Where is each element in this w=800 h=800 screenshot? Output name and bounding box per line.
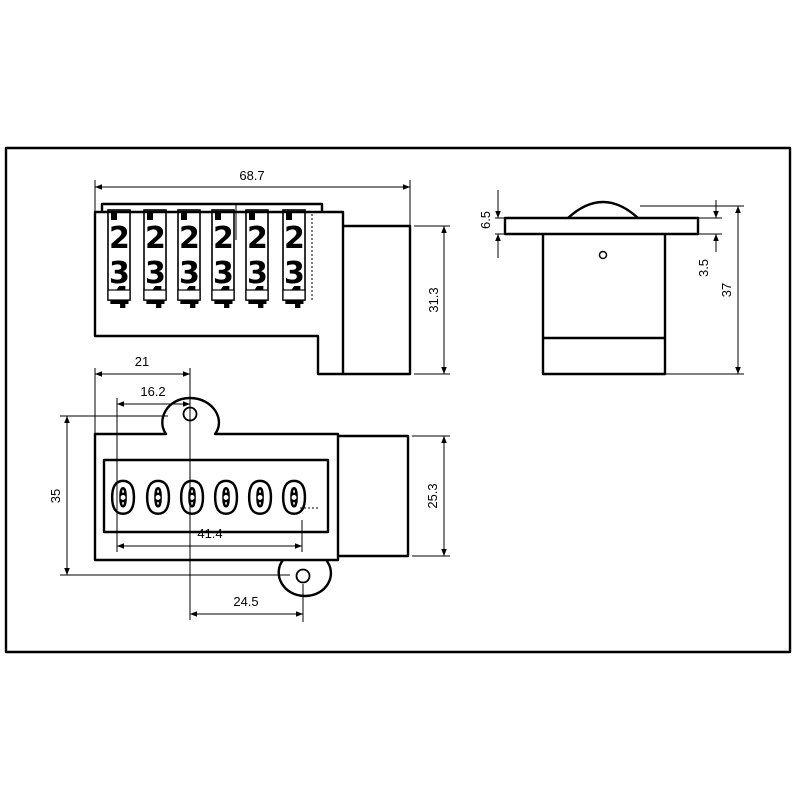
dim-end-height: 37: [640, 205, 744, 375]
counter-window: [102, 458, 330, 534]
front-view: 0 0 0 0 0 0: [93, 396, 410, 598]
end-view-body: [541, 234, 667, 376]
dim-overall-length-label: 68.7: [239, 168, 264, 183]
dim-overall-length: 68.7: [94, 168, 411, 226]
display-digit: 0: [180, 476, 204, 522]
side-view-body: [93, 210, 345, 376]
dim-dome-height: 3.5: [696, 200, 722, 277]
dim-window-offset: 16.2: [116, 384, 190, 552]
dim-dome-height-label: 3.5: [696, 259, 711, 277]
display-digit: 0: [214, 476, 238, 522]
digit-drums: [107, 209, 306, 317]
dim-hole-offset-label: 21: [135, 354, 149, 369]
bottom-mounting-hole: [295, 568, 311, 584]
dim-hole-offset: 21: [94, 354, 191, 620]
end-view-hole: [598, 250, 608, 260]
dim-end-height-label: 37: [719, 283, 734, 297]
dim-window-width: 41.4: [117, 520, 303, 552]
side-view-rear-box: [343, 224, 412, 376]
dim-hole-spacing: 24.5: [190, 584, 304, 622]
display-digit: 0: [146, 476, 170, 522]
end-view-flange: [503, 216, 700, 236]
dim-window-offset-label: 16.2: [140, 384, 165, 399]
drawing-frame: [4, 146, 792, 654]
display-digit: 0: [111, 476, 135, 522]
bottom-mounting-lug: [277, 559, 332, 598]
display-digit: 0: [282, 476, 306, 522]
dim-body-height: 35: [48, 415, 290, 576]
front-view-rear-box: [338, 434, 410, 558]
dim-window-width-label: 41.4: [197, 526, 222, 541]
display-digit: 0: [248, 476, 272, 522]
dim-rear-height: 25.3: [412, 435, 450, 557]
dim-flange-thickness-label: 6.5: [478, 211, 493, 229]
dim-rear-height-label: 25.3: [425, 483, 440, 508]
front-view-body: [93, 396, 340, 562]
side-view: [93, 202, 412, 376]
dim-flange-thickness: 6.5: [478, 190, 505, 258]
side-view-flange: [100, 202, 324, 212]
end-view: [503, 200, 700, 376]
dim-body-height-label: 35: [48, 489, 63, 503]
dim-side-height-label: 31.3: [426, 287, 441, 312]
dim-side-height: 31.3: [414, 225, 450, 375]
counter-display-digits: 0 0 0 0 0 0: [109, 474, 309, 525]
end-view-dome: [567, 200, 639, 219]
dim-hole-spacing-label: 24.5: [233, 594, 258, 609]
